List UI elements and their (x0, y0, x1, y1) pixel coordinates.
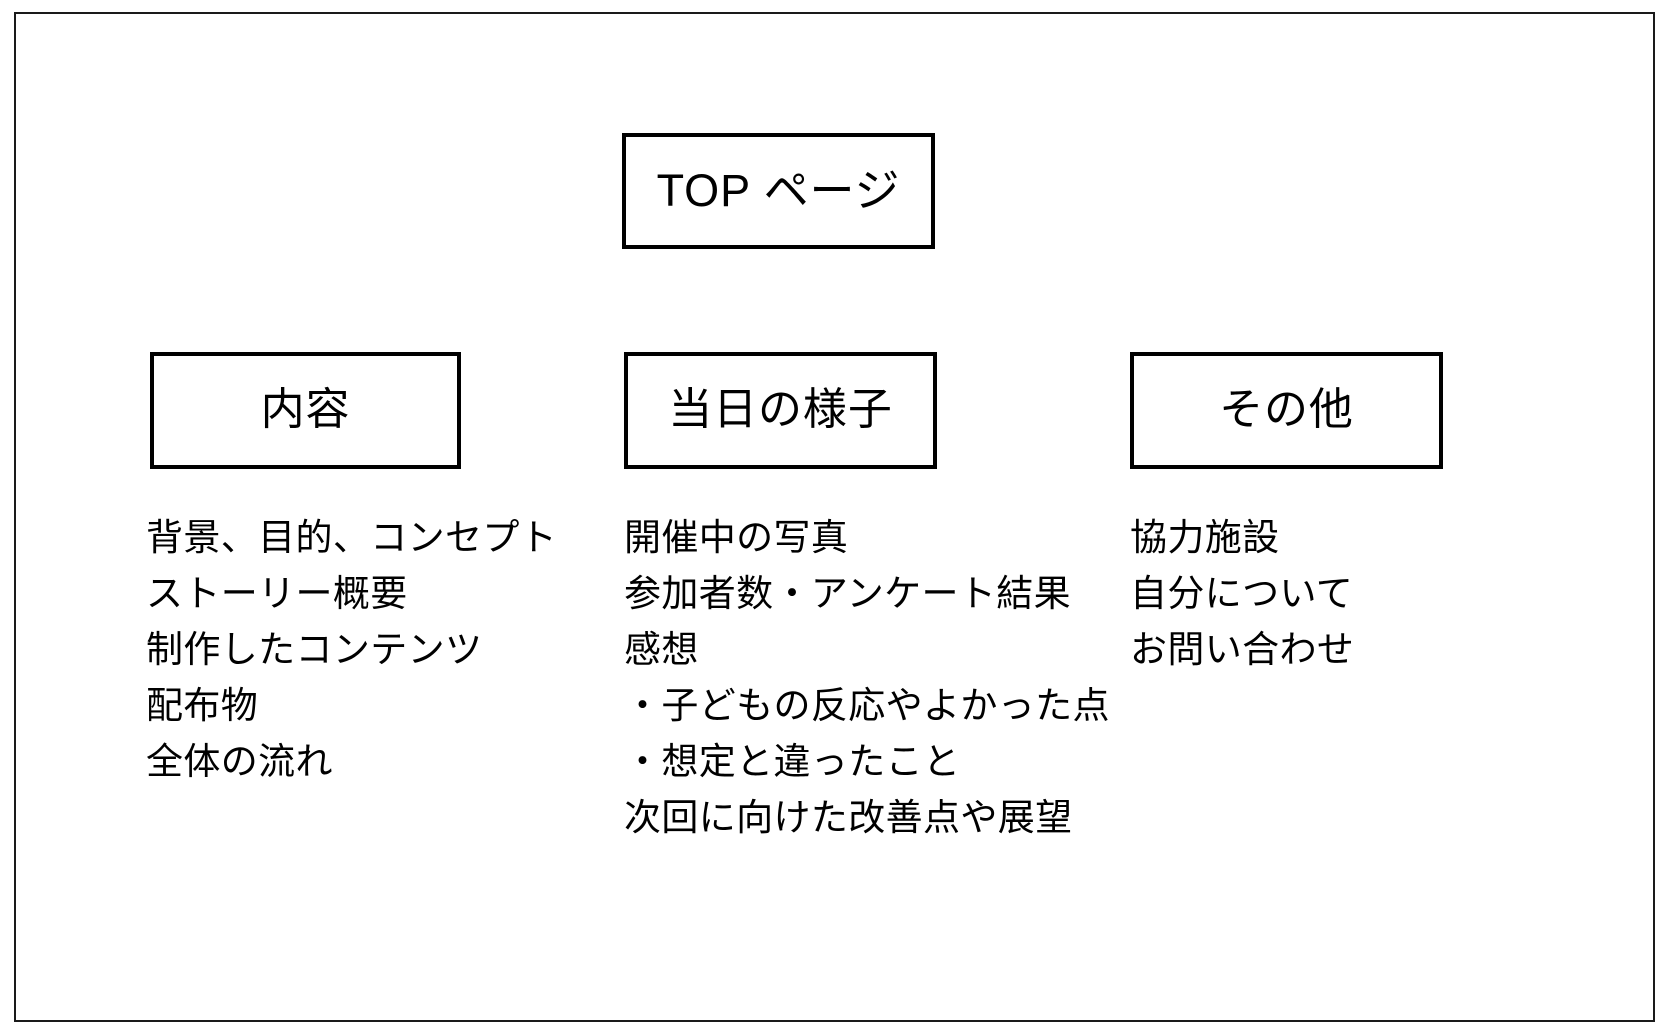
list-item: 制作したコンテンツ (146, 629, 483, 670)
list-item: ストーリー概要 (146, 573, 408, 614)
item-list-contents: 背景、目的、コンセプト ストーリー概要 制作したコンテンツ 配布物 全体の流れ (146, 510, 576, 790)
list-item: 感想 (624, 629, 699, 670)
list-item: ・子どもの反応やよかった点 (624, 685, 1110, 726)
list-item: ・想定と違ったこと (624, 741, 961, 782)
list-item: 参加者数・アンケート結果 (624, 573, 1071, 614)
slide-frame-border (14, 12, 1655, 1022)
item-list-others: 協力施設 自分について お問い合わせ (1130, 510, 1550, 678)
list-item: 自分について (1130, 573, 1354, 614)
list-item: 開催中の写真 (624, 517, 849, 558)
item-list-day-of-event: 開催中の写真 参加者数・アンケート結果 感想 ・子どもの反応やよかった点 ・想定… (624, 510, 1144, 846)
node-category-day-of-event[interactable]: 当日の様子 (624, 352, 937, 469)
list-item: 配布物 (146, 685, 259, 726)
list-item: 全体の流れ (146, 741, 333, 782)
node-top-page[interactable]: TOP ページ (622, 133, 935, 249)
list-item: 次回に向けた改善点や展望 (624, 797, 1073, 838)
node-category-contents-label: 内容 (260, 385, 351, 435)
node-top-page-label: TOP ページ (656, 165, 901, 217)
node-category-others-label: その他 (1219, 385, 1354, 435)
list-item: 背景、目的、コンセプト (146, 517, 558, 558)
list-item: お問い合わせ (1130, 629, 1355, 670)
list-item: 協力施設 (1130, 517, 1280, 558)
node-category-day-of-event-label: 当日の様子 (668, 385, 893, 435)
node-category-contents[interactable]: 内容 (150, 352, 461, 469)
node-category-others[interactable]: その他 (1130, 352, 1443, 469)
